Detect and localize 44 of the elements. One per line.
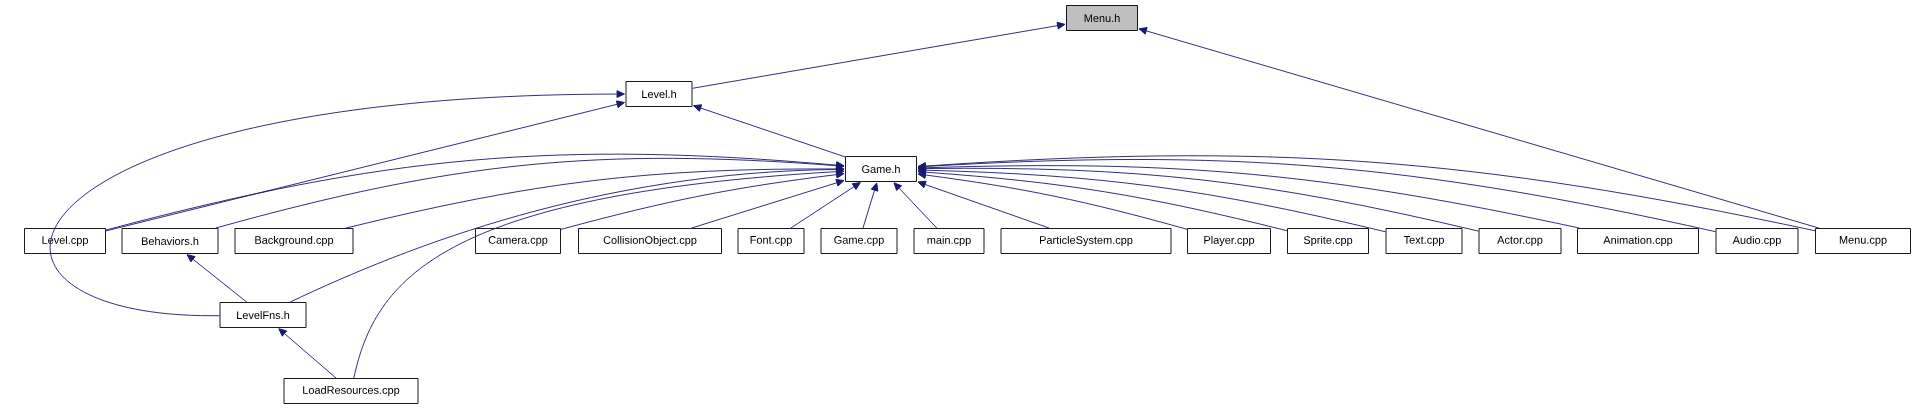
arrow [917,171,1188,230]
file-box: CollisionObject.cpp [578,228,722,254]
file-box: Camera.cpp [475,228,561,254]
file-box: Actor.cpp [1478,228,1562,254]
file-box: LevelFns.h [219,302,307,328]
arrow [691,179,845,229]
file-box: Behaviors.h [121,228,219,254]
arrow [917,159,1716,233]
arrow [560,170,845,230]
file-box: Game.cpp [820,228,898,254]
arrow [1138,27,1820,229]
arrow [917,155,1816,232]
file-box: Player.cpp [1187,228,1271,254]
arrow [790,182,861,229]
file-box: Background.cpp [234,228,354,254]
arrow [186,254,248,303]
arrow [105,153,845,231]
file-box: Animation.cpp [1577,228,1699,254]
arrow [917,168,1288,232]
file-box: Font.cpp [737,228,805,254]
arrow [289,165,845,303]
arrow [692,21,1066,89]
file-box: Game.h [845,156,917,182]
arrow [278,328,337,379]
arrow [893,182,938,229]
file-box: Menu.cpp [1815,228,1911,254]
file-box: Sprite.cpp [1287,228,1369,254]
arrow [345,165,845,229]
file-box: Audio.cpp [1715,228,1799,254]
arrow [917,163,1580,229]
file-box: Text.cpp [1385,228,1463,254]
arrow [693,104,846,158]
arrow [105,100,625,232]
file-box: Level.cpp [24,228,106,254]
file-box: LoadResources.cpp [283,378,419,404]
arrow [862,182,879,229]
file-box: Level.h [625,81,693,107]
arrow [353,167,845,379]
file-box: Menu.h [1066,5,1138,31]
file-box: main.cpp [913,228,985,254]
file-box: ParticleSystem.cpp [1000,228,1172,254]
arrow [51,90,625,317]
arrow [917,180,1050,229]
arrow [215,157,845,229]
